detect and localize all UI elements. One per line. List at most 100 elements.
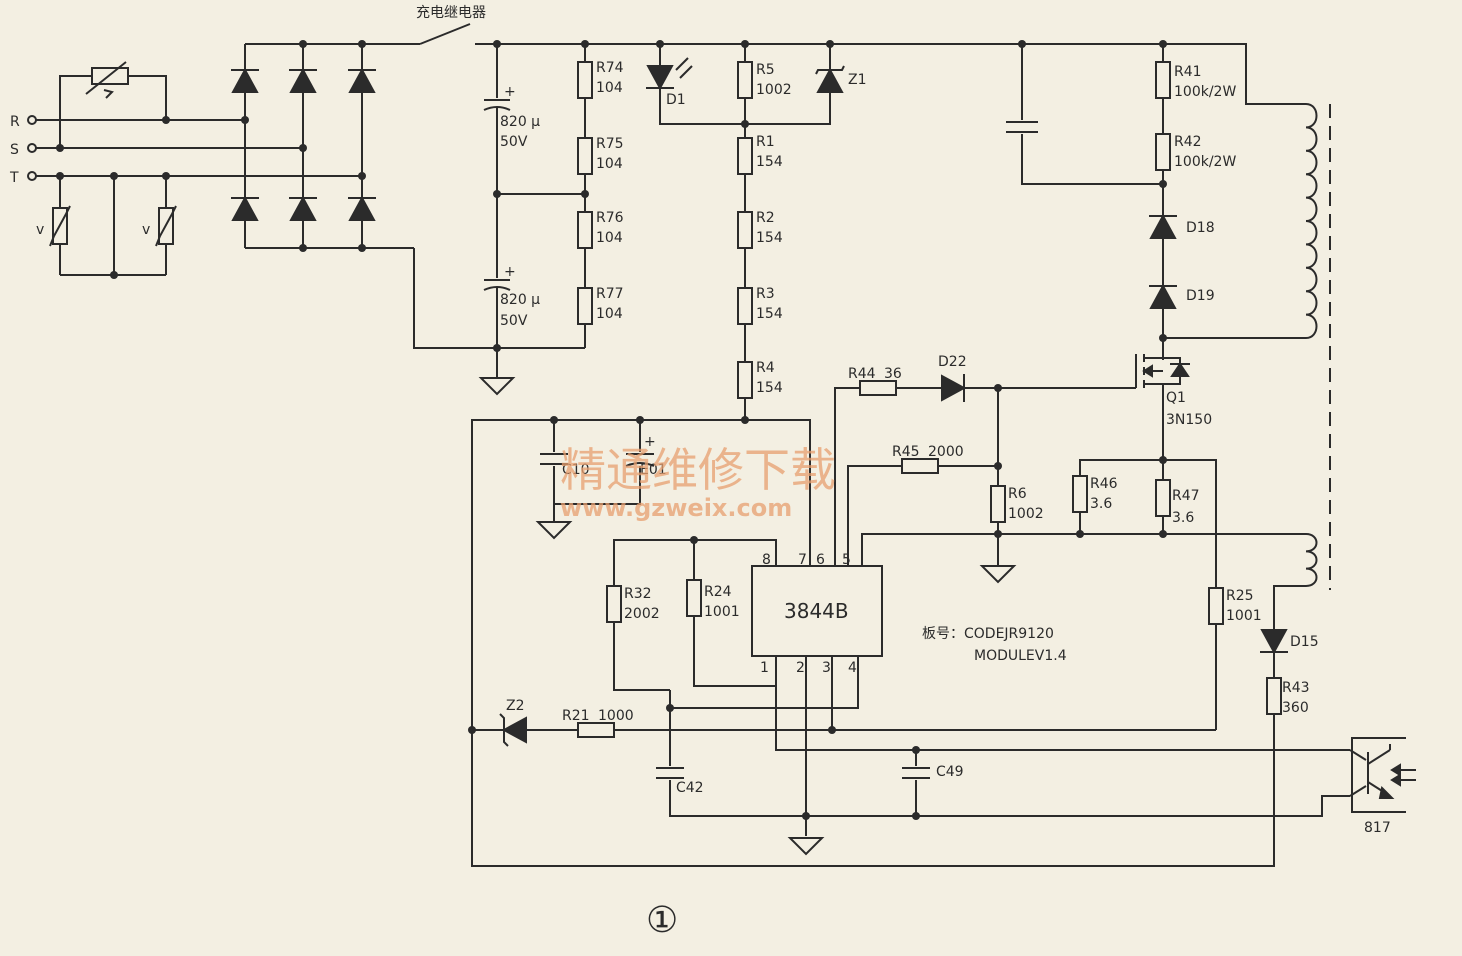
d22-label: D22	[938, 354, 967, 370]
r1-value: 154	[756, 154, 783, 170]
opto-label: 817	[1364, 820, 1391, 836]
varistor-1-mark: v	[36, 222, 44, 238]
watermark-cn: 精通维修下载	[560, 443, 836, 497]
relay-contact	[419, 23, 471, 45]
cap-b-value: 820 μ	[500, 292, 540, 308]
figure-number: ①	[646, 900, 678, 941]
r25-value: 1001	[1226, 608, 1262, 624]
d19-label: D19	[1186, 288, 1215, 304]
r3-value: 154	[756, 306, 783, 322]
diode-d22	[941, 374, 967, 402]
r74-label: R74	[596, 60, 624, 76]
pin4-label: 4	[848, 660, 857, 676]
pin8-label: 8	[762, 552, 771, 568]
svg-text:+: +	[504, 84, 516, 100]
r47-value: 3.6	[1172, 510, 1194, 526]
pin7-label: 7	[798, 552, 807, 568]
bulk-capacitors: + 820 μ 50V + 820 μ 50V	[413, 44, 585, 396]
r42-label: R42	[1174, 134, 1202, 150]
power-stage: R41 100k/2W R42 100k/2W D18 D19	[994, 43, 1331, 590]
r5-value: 1002	[756, 82, 792, 98]
startup-chain: D1 R5 1002 Z1 R1 154 R2 154 R3 154 R4 15…	[646, 44, 867, 424]
r3-label: R3	[756, 286, 775, 302]
bridge-diode-lower-3	[348, 195, 376, 221]
r44-label: R44	[848, 366, 876, 382]
r21-label: R21	[562, 708, 590, 724]
r76-label: R76	[596, 210, 624, 226]
r75-value: 104	[596, 156, 623, 172]
r77-label: R77	[596, 286, 624, 302]
r24-value: 1001	[704, 604, 740, 620]
r46-value: 3.6	[1090, 496, 1112, 512]
ground-symbol	[787, 837, 825, 856]
q1-label: Q1	[1166, 390, 1186, 406]
bridge-diode-upper-2	[289, 67, 317, 93]
cap-a-value: 820 μ	[500, 114, 540, 130]
bridge-diode-lower-1	[231, 195, 259, 221]
cap-b-voltage: 50V	[500, 313, 528, 329]
r74-value: 104	[596, 80, 623, 96]
input-section: R S T v v	[9, 61, 366, 279]
pin1-label: 1	[760, 660, 769, 676]
svg-text:+: +	[644, 434, 656, 450]
transformer-primary-winding	[1305, 103, 1318, 339]
z1-label: Z1	[848, 72, 867, 88]
feedback-network: Z2 R21 1000 C42 C49	[468, 690, 1350, 820]
bridge-diode-upper-3	[348, 67, 376, 93]
r47-label: R47	[1172, 488, 1200, 504]
terminal-t	[27, 171, 37, 181]
r43-value: 360	[1282, 700, 1309, 716]
varistor-2-mark: v	[142, 222, 150, 238]
diode-d19	[1149, 283, 1177, 309]
r2-label: R2	[756, 210, 775, 226]
d15-label: D15	[1290, 634, 1319, 650]
r5-label: R5	[756, 62, 775, 78]
diode-d15	[1260, 629, 1288, 655]
ic-label: 3844B	[784, 599, 849, 623]
pin3-label: 3	[822, 660, 831, 676]
r21-value: 1000	[598, 708, 634, 724]
svg-text:+: +	[504, 264, 516, 280]
d18-label: D18	[1186, 220, 1215, 236]
r76-value: 104	[596, 230, 623, 246]
diode-d18	[1149, 213, 1177, 239]
terminal-s	[27, 143, 37, 153]
bridge-diode-upper-1	[231, 67, 259, 93]
r43-label: R43	[1282, 680, 1310, 696]
r2-value: 154	[756, 230, 783, 246]
balance-resistors: R74 104 R75 104 R76 104 R77 104	[577, 44, 624, 348]
vcc-capacitors: + C10 E01	[535, 416, 667, 540]
r25-label: R25	[1226, 588, 1254, 604]
pin2-label: 2	[796, 660, 805, 676]
label-phase-s: S	[10, 142, 19, 158]
r45-label: R45	[892, 444, 920, 460]
label-phase-t: T	[9, 170, 19, 186]
r41-value: 100k/2W	[1174, 84, 1236, 100]
led-d1	[646, 65, 674, 91]
q1-value: 3N150	[1166, 412, 1212, 428]
label-phase-r: R	[10, 114, 20, 130]
board-number: 板号：CODEJR9120	[922, 626, 1054, 642]
r32-label: R32	[624, 586, 652, 602]
gate-drive: R44 36 D22 R45 2000 R6 1002	[834, 354, 1044, 584]
charge-relay: 充电继电器	[416, 5, 486, 45]
optocoupler-817: 817	[1349, 737, 1416, 836]
ground-symbol	[979, 565, 1017, 584]
cap-a-voltage: 50V	[500, 134, 528, 150]
zener-z2	[501, 716, 527, 744]
r4-label: R4	[756, 360, 775, 376]
r32-value: 2002	[624, 606, 660, 622]
r6-value: 1002	[1008, 506, 1044, 522]
current-sense: R46 3.6 R47 3.6 R25 1001 D15 R43 360	[471, 419, 1319, 867]
r4-value: 154	[756, 380, 783, 396]
c10-label: C10	[562, 462, 590, 478]
d1-label: D1	[666, 92, 686, 108]
mosfet-q1: Q1 3N150	[998, 338, 1212, 460]
transformer-aux-winding	[1305, 533, 1318, 587]
ground-symbol	[535, 521, 573, 540]
r46-label: R46	[1090, 476, 1118, 492]
e01-label: E01	[640, 462, 667, 478]
r6-label: R6	[1008, 486, 1027, 502]
bridge-rectifier	[231, 40, 420, 252]
z2-label: Z2	[506, 698, 525, 714]
